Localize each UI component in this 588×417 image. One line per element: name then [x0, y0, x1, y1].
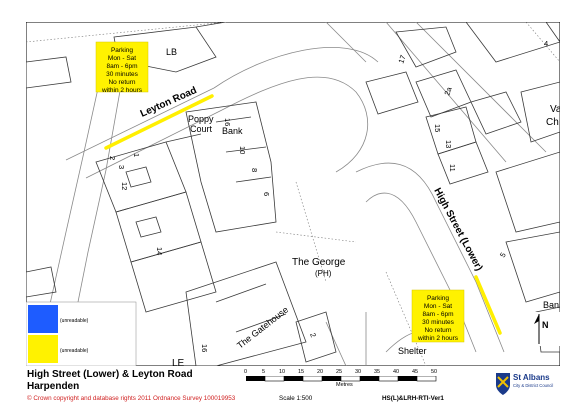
note-line: Mon - Sat	[108, 55, 136, 62]
scale-unit: Metres	[336, 382, 353, 388]
restriction-lines	[104, 94, 502, 335]
copyright-text: © Crown copyright and database rights 20…	[27, 395, 236, 402]
house-number: 2a	[442, 85, 454, 97]
note-bottom-right: Parking Mon - Sat 8am - 6pm 30 minutes N…	[411, 289, 465, 343]
logo-subtitle: City & District Council	[513, 383, 554, 388]
house-number: 14	[155, 247, 164, 255]
note-line: within 2 hours	[417, 335, 459, 342]
note-line: 8am - 6pm	[106, 63, 137, 70]
scale-tick: 45	[412, 369, 419, 375]
note-line: within 2 hours	[101, 87, 143, 94]
scale-label: Scale 1:500	[279, 395, 313, 402]
dotted-boundaries	[26, 22, 560, 366]
house-number: 15	[433, 124, 442, 132]
council-crest-icon	[496, 373, 510, 395]
place-label-ph: (PH)	[315, 269, 332, 278]
scale-tick: 5	[262, 369, 266, 375]
house-number: 1	[132, 153, 141, 157]
north-arrow-icon: N	[534, 312, 560, 346]
legend-label: (unreadable)	[60, 348, 89, 354]
note-line: Parking	[427, 295, 449, 302]
house-number: 11	[448, 164, 457, 172]
place-label-va: Va	[550, 104, 560, 115]
note-top-left: Parking Mon - Sat 8am - 6pm 30 minutes N…	[95, 41, 149, 94]
scale-tick: 25	[336, 369, 343, 375]
scale-bar	[246, 376, 437, 382]
leyton-road-restriction-line	[104, 94, 214, 150]
place-label-shelter: Shelter	[398, 346, 427, 356]
place-label-bank-right: Bank	[543, 300, 560, 310]
note-line: 8am - 6pm	[422, 311, 453, 318]
house-number: 4	[544, 39, 548, 48]
scale-tick: 10	[279, 369, 286, 375]
house-number: 17	[396, 54, 407, 65]
house-number: 10	[238, 146, 247, 154]
buildings	[26, 22, 560, 366]
house-numbers: 17 4 1 2 3 12 14 10 8 6 16 16 2 2a 15 13…	[108, 39, 548, 352]
map-subtitle: Harpenden	[27, 381, 80, 392]
scale-tick: 50	[431, 369, 438, 375]
scale-tick: 30	[355, 369, 362, 375]
map-reference: HS(L)&LRH-RTI-Ver1	[382, 395, 444, 402]
north-label: N	[542, 320, 549, 330]
scale-tick: 35	[374, 369, 381, 375]
note-line: 30 minutes	[106, 71, 139, 78]
scale-tick: 20	[317, 369, 324, 375]
place-label-bank: Bank	[222, 126, 243, 136]
legend-swatch-blue	[28, 305, 58, 333]
map-title: High Street (Lower) & Leyton Road	[27, 369, 193, 380]
house-number: 13	[444, 140, 453, 148]
house-number: 8	[250, 168, 259, 172]
place-label-the-george: The George	[292, 257, 346, 268]
road-edges	[35, 22, 547, 366]
scale-tick: 0	[244, 369, 248, 375]
legend-label: (unreadable)	[60, 318, 89, 324]
place-label-court: Court	[190, 124, 213, 134]
legend: (unreadable) (unreadable)	[26, 301, 137, 366]
place-label-lb: LB	[166, 47, 177, 57]
note-line: No return	[108, 79, 135, 86]
house-number: 2	[108, 156, 117, 160]
note-line: 30 minutes	[422, 319, 455, 326]
note-line: No return	[424, 327, 451, 334]
place-label-le: LE	[172, 358, 185, 366]
house-number: 12	[120, 182, 129, 190]
place-label-ch: Ch	[546, 117, 559, 128]
house-number: 5	[498, 251, 508, 259]
legend-swatch-yellow	[28, 335, 58, 363]
note-line: Parking	[111, 47, 133, 54]
scale-tick: 15	[298, 369, 305, 375]
house-number: 3	[117, 165, 126, 169]
council-logo	[496, 373, 510, 395]
house-number: 16	[200, 344, 209, 352]
place-label-poppy: Poppy	[188, 114, 214, 124]
scale-tick: 40	[393, 369, 400, 375]
high-street-restriction-line	[474, 275, 502, 335]
note-line: Mon - Sat	[424, 303, 452, 310]
house-number: 16	[223, 118, 232, 126]
map-canvas: Parking Mon - Sat 8am - 6pm 30 minutes N…	[26, 22, 560, 366]
house-number: 6	[262, 192, 271, 196]
logo-name: St Albans	[513, 373, 550, 382]
house-number: 2	[308, 332, 318, 339]
